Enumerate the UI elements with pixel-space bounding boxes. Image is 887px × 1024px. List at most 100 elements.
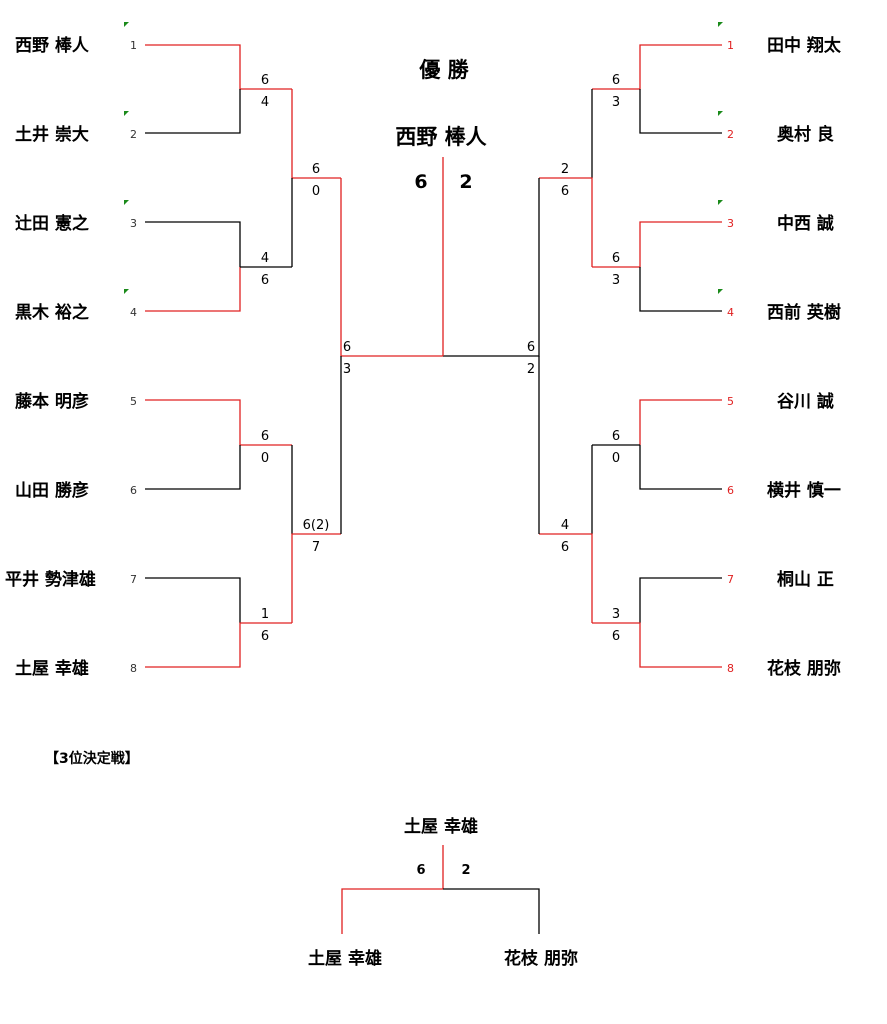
right-r1-m2-top: 6 (612, 251, 620, 266)
right-r1-m1-bottom: 3 (612, 95, 620, 110)
left-player-seed-2: 2 (130, 128, 137, 141)
right-r1-line-1 (592, 44, 722, 90)
right-player-name-1: 田中 翔太 (767, 35, 842, 56)
right-player-seed-4: 4 (727, 306, 734, 319)
left-player-seed-6: 6 (130, 484, 137, 497)
left-player-seed-1: 1 (130, 39, 137, 52)
left-r2-m1-top: 6 (312, 162, 320, 177)
final-score-left: 6 (414, 171, 427, 193)
left-r3-top: 6 (343, 340, 351, 355)
third-place-heading: 【3位決定戦】 (45, 750, 139, 767)
left-r1-line-8 (145, 622, 292, 668)
left-r1-line-5 (145, 399, 292, 446)
third-place-score-left: 6 (416, 863, 425, 878)
champion-block: 優 勝 西野 棒人 6 2 (395, 58, 486, 193)
right-scores: 6 3 6 3 6 0 3 6 2 6 4 6 6 2 (527, 73, 620, 644)
right-r1-m4-top: 3 (612, 607, 620, 622)
right-r2-upper-win (539, 177, 593, 267)
left-scores: 6 4 4 6 6 0 1 6 6 0 6(2) 7 6 3 (261, 73, 351, 644)
left-r2-m2-bottom: 7 (312, 540, 320, 555)
right-r1-m3-top: 6 (612, 429, 620, 444)
right-r1-m3-bottom: 0 (612, 451, 620, 466)
right-r1-line-7 (639, 577, 722, 623)
right-player-name-8: 花枝 朋弥 (767, 658, 841, 679)
right-player-seed-5: 5 (727, 395, 734, 408)
right-player-seed-1: 1 (727, 39, 734, 52)
left-r2-lower-win (291, 533, 341, 623)
left-r1-m3-bottom: 0 (261, 451, 269, 466)
left-players: 西野 棒人 1 土井 崇大 2 辻田 憲之 3 黒木 裕之 4 藤本 明彦 5 … (5, 35, 137, 679)
left-r1-m4-top: 1 (261, 607, 269, 622)
left-player-seed-8: 8 (130, 662, 137, 675)
left-player-name-8: 土屋 幸雄 (15, 658, 89, 679)
right-r1-line-5 (639, 399, 722, 445)
third-place-winner: 土屋 幸雄 (404, 816, 478, 837)
marker-right-3 (718, 200, 723, 205)
third-place-score-right: 2 (461, 863, 470, 878)
right-players: 1 田中 翔太 2 奥村 良 3 中西 誠 4 西前 英樹 5 谷川 誠 6 横… (727, 35, 842, 679)
right-player-seed-7: 7 (727, 573, 734, 586)
green-markers (124, 22, 723, 294)
right-r2-m1-bottom: 6 (561, 184, 569, 199)
third-place-left-line (341, 888, 443, 934)
right-r3-line (443, 178, 540, 357)
right-r2-m2-bottom: 6 (561, 540, 569, 555)
left-player-name-4: 黒木 裕之 (15, 302, 89, 323)
left-player-name-1: 西野 棒人 (15, 35, 90, 56)
marker-left-4 (124, 289, 129, 294)
left-r1-line-2 (145, 89, 241, 134)
right-r1-line-3 (592, 221, 722, 268)
left-player-seed-7: 7 (130, 573, 137, 586)
left-player-seed-5: 5 (130, 395, 137, 408)
right-player-name-7: 桐山 正 (777, 569, 834, 590)
champion-name: 西野 棒人 (395, 125, 486, 149)
left-r1-line-3 (145, 221, 241, 267)
left-r1-m1-top: 6 (261, 73, 269, 88)
marker-right-1 (718, 22, 723, 27)
left-r2-m2-top: 6(2) (303, 518, 330, 533)
right-r1-line-8 (592, 622, 722, 668)
right-r3-top: 6 (527, 340, 535, 355)
marker-right-4 (718, 289, 723, 294)
right-player-seed-8: 8 (727, 662, 734, 675)
left-r1-m1-bottom: 4 (261, 95, 269, 110)
left-player-name-3: 辻田 憲之 (15, 213, 89, 234)
marker-left-2 (124, 111, 129, 116)
left-r1-m3-top: 6 (261, 429, 269, 444)
right-player-seed-2: 2 (727, 128, 734, 141)
left-bracket-lines (145, 44, 443, 668)
left-player-name-5: 藤本 明彦 (15, 391, 89, 412)
right-r1-line-4 (639, 267, 722, 312)
left-r2-m1-bottom: 0 (312, 184, 320, 199)
left-player-name-7: 平井 勢津雄 (5, 569, 96, 590)
right-r2-m2-top: 4 (561, 518, 569, 533)
left-r1-m2-top: 4 (261, 251, 269, 266)
right-r2-m1-top: 2 (561, 162, 569, 177)
marker-right-2 (718, 111, 723, 116)
marker-left-1 (124, 22, 129, 27)
right-player-name-3: 中西 誠 (777, 213, 834, 234)
third-place-section: 【3位決定戦】 土屋 幸雄 6 2 土屋 幸雄 花枝 朋弥 (45, 750, 578, 969)
left-r3-bottom: 3 (343, 362, 351, 377)
left-r1-m4-bottom: 6 (261, 629, 269, 644)
marker-left-3 (124, 200, 129, 205)
right-r3-bottom: 2 (527, 362, 535, 377)
right-r1-m2-bottom: 3 (612, 273, 620, 288)
left-player-seed-3: 3 (130, 217, 137, 230)
right-player-name-4: 西前 英樹 (767, 302, 841, 323)
right-player-name-2: 奥村 良 (777, 124, 834, 145)
champion-title: 優 勝 (418, 58, 469, 82)
third-place-right-line (443, 888, 540, 934)
right-player-name-6: 横井 慎一 (767, 480, 841, 501)
left-r1-line-7 (145, 577, 241, 623)
left-player-seed-4: 4 (130, 306, 137, 319)
right-player-seed-3: 3 (727, 217, 734, 230)
right-r1-m4-bottom: 6 (612, 629, 620, 644)
left-r3-win (340, 178, 443, 357)
left-player-name-6: 山田 勝彦 (15, 480, 89, 501)
left-r1-line-1 (145, 44, 292, 90)
right-r1-m1-top: 6 (612, 73, 620, 88)
right-r1-line-6 (639, 445, 722, 490)
right-r2-lower-win (539, 533, 593, 623)
